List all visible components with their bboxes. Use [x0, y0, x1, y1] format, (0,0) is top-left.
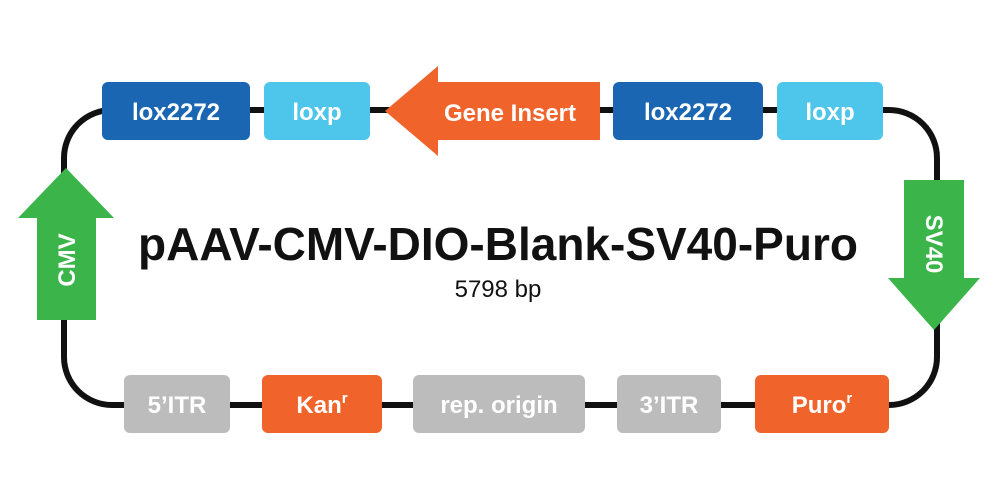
feature-sv40-label: SV40 [920, 215, 947, 274]
feature-rep-origin: rep. origin [413, 375, 585, 433]
feature-rep-origin-label: rep. origin [440, 392, 557, 419]
feature-kan: Kanr [262, 375, 382, 433]
feature-loxp-right: loxp [777, 82, 883, 140]
feature-loxp-left-label: loxp [292, 99, 341, 126]
plasmid-title: pAAV-CMV-DIO-Blank-SV40-Puro [138, 218, 858, 270]
feature-3itr: 3’ITR [617, 375, 721, 433]
feature-lox2272-right: lox2272 [613, 82, 763, 140]
feature-puro: Puror [755, 375, 889, 433]
feature-gene-insert-arrow: Gene Insert [385, 66, 600, 156]
feature-cmv-label: CMV [54, 233, 81, 286]
feature-gene-insert-label: Gene Insert [444, 100, 576, 127]
feature-lox2272-left-label: lox2272 [132, 99, 220, 126]
feature-5itr-label: 5’ITR [148, 392, 207, 419]
feature-puro-label: Puro [792, 392, 847, 419]
feature-lox2272-left: lox2272 [102, 82, 250, 140]
feature-cmv-arrow: CMV [18, 168, 114, 320]
feature-lox2272-right-label: lox2272 [644, 99, 732, 126]
feature-loxp-left: loxp [264, 82, 370, 140]
feature-sv40-arrow: SV40 [888, 180, 980, 330]
svg-text:Puror: Puror [792, 390, 853, 419]
feature-3itr-label: 3’ITR [640, 392, 699, 419]
feature-kan-superscript: r [342, 390, 348, 407]
feature-puro-superscript: r [846, 390, 852, 407]
feature-5itr: 5’ITR [124, 375, 230, 433]
svg-text:Kanr: Kanr [296, 390, 347, 419]
feature-loxp-right-label: loxp [805, 99, 854, 126]
feature-kan-label: Kan [296, 392, 341, 419]
plasmid-size: 5798 bp [455, 276, 542, 303]
